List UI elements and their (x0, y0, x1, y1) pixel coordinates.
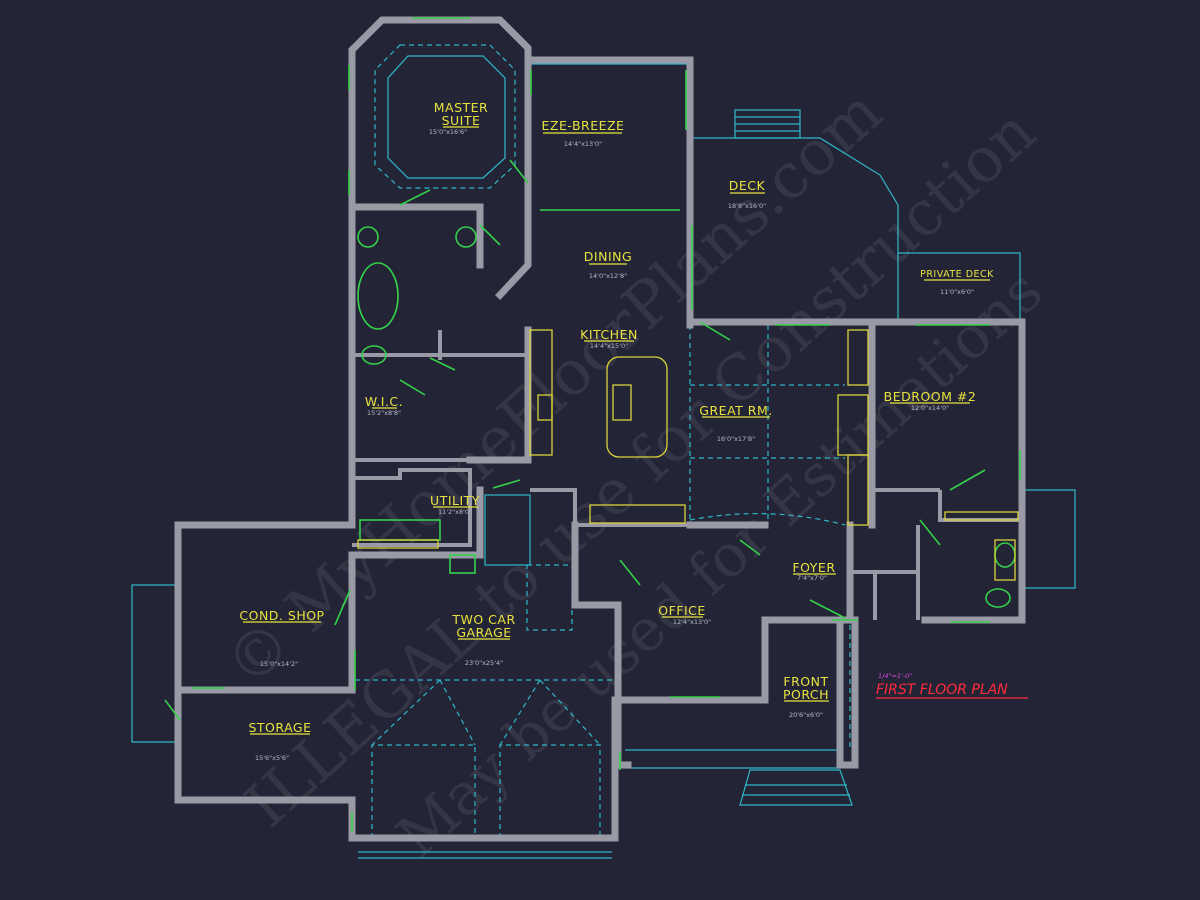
room-private-deck: PRIVATE DECK 11'0"x6'0" (920, 269, 994, 296)
wic-name: W.I.C. (365, 394, 403, 409)
walls (174, 16, 1026, 842)
room-deck: DECK 18'8"x16'0" (728, 178, 766, 210)
condshop-dim: 15'0"x14'2" (260, 660, 298, 668)
storage-name: STORAGE (248, 720, 311, 735)
room-storage: STORAGE 15'6"x5'6" (248, 720, 311, 762)
master-tray-inner (387, 55, 506, 179)
kitchen-dim: 14'4"x15'0" (590, 342, 628, 350)
master-tray-ceiling (374, 44, 516, 189)
dining-dim: 14'0"x12'8" (589, 272, 627, 280)
plan-title: FIRST FLOOR PLAN (876, 682, 1008, 698)
bedroom2-dim: 12'0"x14'0" (911, 404, 949, 412)
private-deck-outline (898, 252, 1021, 320)
garage-name-2: GARAGE (456, 625, 511, 640)
doors-windows (164, 17, 1021, 832)
office-dim: 12'4"x13'0" (673, 618, 711, 626)
garage-dim: 23'0"x25'4" (465, 659, 503, 667)
watermark: © MyHomeFloorPlans.com ILLEGAL to use fo… (211, 75, 1055, 871)
foyer-name: FOYER (792, 560, 835, 575)
room-labels: MASTER SUITE 15'0"x16'6" EZE-BREEZE 14'4… (239, 100, 994, 762)
frontporch-dim: 20'6"x6'0" (789, 711, 823, 719)
room-front-porch: FRONT PORCH 20'6"x6'0" (783, 674, 829, 719)
plan-title-block: 1/4"=1'-0" FIRST FLOOR PLAN (876, 672, 1028, 699)
room-office: OFFICE 12'4"x13'0" (658, 603, 711, 626)
cabinetry (357, 329, 1019, 581)
privatedeck-name: PRIVATE DECK (920, 269, 994, 280)
room-cond-shop: COND. SHOP 15'0"x14'2" (239, 608, 324, 668)
room-eze-breeze: EZE-BREEZE 14'4"x13'0" (542, 118, 625, 148)
fireplace (837, 394, 869, 456)
privatedeck-dim: 11'0"x6'0" (940, 288, 974, 296)
front-steps (739, 769, 853, 806)
ezebreeze-dim: 14'4"x13'0" (564, 140, 602, 148)
bedroom2-name: BEDROOM #2 (884, 389, 977, 404)
room-utility: UTILITY 11'2"x8'0" (430, 493, 480, 516)
office-name: OFFICE (658, 603, 706, 618)
garage-name-1: TWO CAR (451, 612, 515, 627)
room-foyer: FOYER 7'4"x7'0" (792, 560, 836, 582)
ezebreeze-name: EZE-BREEZE (542, 118, 625, 133)
room-master-suite: MASTER SUITE 15'0"x16'6" (429, 100, 488, 136)
deck-name: DECK (729, 178, 766, 193)
room-kitchen: KITCHEN 14'4"x15'0" (580, 327, 638, 350)
foyer-dim: 7'4"x7'0" (797, 574, 827, 582)
kitchen-counter (529, 329, 553, 456)
kitchen-island (606, 356, 668, 458)
fireplace-shelf (847, 329, 869, 386)
utility-dim: 11'2"x8'0" (438, 508, 472, 516)
master-name-1: MASTER (434, 100, 489, 115)
condshop-name: COND. SHOP (239, 608, 324, 623)
dining-name: DINING (584, 249, 632, 264)
greatroom-dim: 16'0"x17'8" (717, 435, 755, 443)
frontporch-name-1: FRONT (783, 674, 828, 689)
kitchen-name: KITCHEN (580, 327, 638, 342)
room-garage: TWO CAR GARAGE 23'0"x25'4" (451, 612, 515, 667)
deck-dim: 18'8"x16'0" (728, 202, 766, 210)
shop-exterior-outline (131, 584, 178, 743)
room-wic: W.I.C. 15'2"x8'8" (365, 394, 403, 417)
frontporch-name-2: PORCH (783, 687, 829, 702)
greatroom-name: GREAT RM. (699, 403, 772, 418)
master-name-2: SUITE (442, 113, 481, 128)
plan-scale: 1/4"=1'-0" (878, 672, 912, 680)
utility-name: UTILITY (430, 493, 480, 508)
master-dim: 15'0"x16'6" (429, 128, 467, 136)
garage-door-right (499, 744, 601, 838)
cyan-outlines (131, 44, 1076, 859)
side-deck-outline (1022, 489, 1076, 589)
room-dining: DINING 14'0"x12'8" (584, 249, 632, 280)
storage-dim: 15'6"x5'6" (255, 754, 289, 762)
wic-dim: 15'2"x8'8" (367, 409, 401, 417)
room-great-room: GREAT RM. 16'0"x17'8" (699, 403, 772, 443)
garage-door-left (371, 744, 476, 838)
ezebreeze-outline (530, 63, 691, 160)
room-bedroom-2: BEDROOM #2 12'0"x14'0" (884, 389, 977, 412)
